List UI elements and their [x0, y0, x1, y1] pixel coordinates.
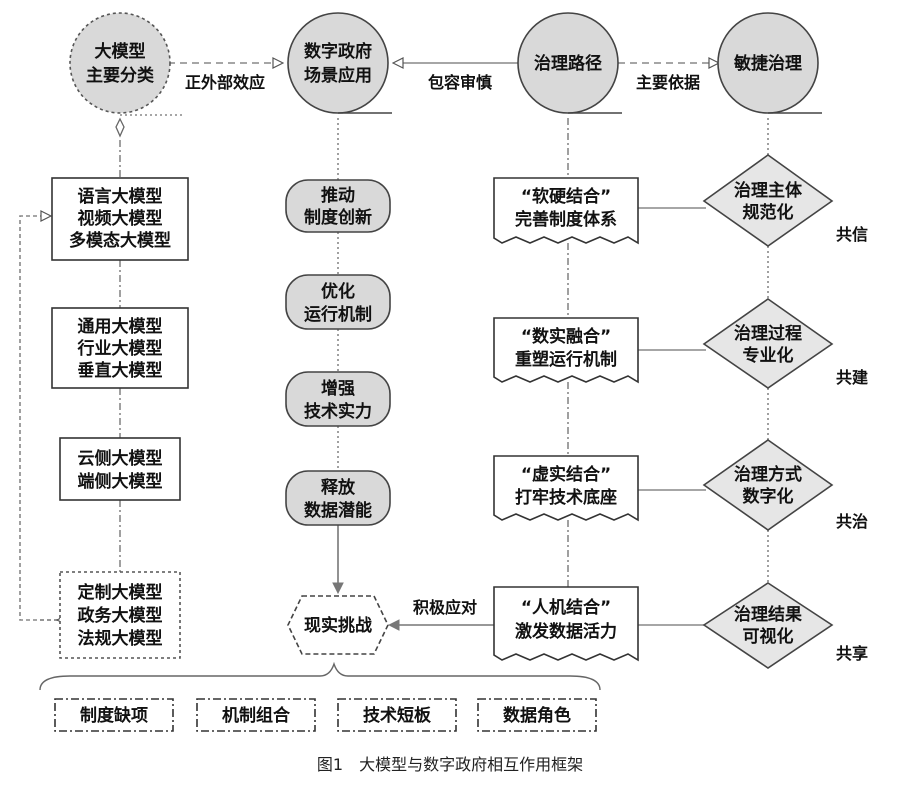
path-step-2-line2: 重塑运行机制	[515, 349, 617, 370]
model-group-4-item-3: 法规大模型	[78, 628, 163, 649]
gap-label-2: 机制组合	[222, 705, 291, 726]
co-label-2: 共建	[836, 368, 868, 387]
gap-box-4: 数据角色	[477, 698, 597, 732]
figure-caption: 图1 大模型与数字政府相互作用框架	[317, 755, 583, 774]
model-group-4-item-2: 政务大模型	[78, 605, 163, 626]
governance-step-1: 治理主体 规范化	[702, 154, 834, 247]
model-group-4: 定制大模型 政务大模型 法规大模型	[59, 571, 181, 659]
model-group-1-item-1: 语言大模型	[78, 186, 163, 207]
governance-step-2-line1: 治理过程	[734, 323, 802, 344]
co-label-1: 共信	[836, 225, 868, 244]
scenario-step-1: 推动 制度创新	[285, 179, 391, 233]
scenario-step-4-line1: 释放	[321, 477, 356, 498]
path-step-1-line1: “软硬结合”	[521, 186, 611, 207]
gap-label-4: 数据角色	[503, 705, 571, 726]
gap-box-2: 机制组合	[196, 698, 316, 732]
diamond-connector-icon	[115, 117, 125, 138]
governance-step-1-line1: 治理主体	[734, 180, 803, 201]
path-step-4: “人机结合” 激发数据活力	[493, 586, 639, 662]
node-path-label: 治理路径	[534, 53, 602, 74]
gap-label-1: 制度缺项	[80, 705, 148, 726]
gap-box-1: 制度缺项	[54, 698, 174, 732]
governance-step-3-line2: 数字化	[743, 486, 794, 507]
governance-step-2: 治理过程 专业化	[702, 298, 834, 389]
scenario-step-3: 增强 技术实力	[285, 371, 391, 427]
co-label-4: 共享	[836, 644, 868, 663]
model-group-1: 语言大模型 视频大模型 多模态大模型	[51, 177, 189, 261]
model-group-3-item-1: 云侧大模型	[78, 448, 163, 469]
model-group-1-item-2: 视频大模型	[78, 208, 163, 229]
node-gov-scenario-line1: 数字政府	[304, 41, 372, 62]
scenario-step-3-line2: 技术实力	[304, 401, 372, 422]
scenario-step-3-line1: 增强	[321, 378, 355, 399]
bottom-brace	[39, 661, 601, 691]
challenge-node: 现实挑战	[287, 595, 389, 655]
gap-label-3: 技术短板	[363, 705, 432, 726]
path-step-2: “数实融合” 重塑运行机制	[493, 317, 639, 384]
governance-step-3: 治理方式 数字化	[702, 439, 834, 531]
scenario-step-2-line2: 运行机制	[304, 304, 372, 325]
gap-box-3: 技术短板	[337, 698, 457, 732]
scenario-step-4-line2: 数据潜能	[304, 500, 372, 521]
edge-label-active-response: 积极应对	[413, 598, 477, 617]
node-llm-category: 大模型 主要分类	[69, 12, 171, 114]
model-group-3-item-2: 端侧大模型	[78, 471, 163, 492]
governance-step-1-line2: 规范化	[743, 202, 794, 223]
node-gov-scenario-line2: 场景应用	[304, 65, 372, 86]
connectors	[19, 63, 769, 691]
edge-label-positive-external: 正外部效应	[185, 73, 265, 92]
path-step-3-line2: 打牢技术底座	[515, 487, 617, 508]
path-step-4-line2: 激发数据活力	[515, 621, 617, 642]
edge-label-inclusive-prudent: 包容审慎	[428, 73, 492, 92]
node-llm-category-line1: 大模型	[95, 41, 146, 62]
node-gov-scenario: 数字政府 场景应用	[287, 12, 392, 114]
scenario-step-1-line1: 推动	[321, 185, 355, 206]
path-step-1-line2: 完善制度体系	[515, 209, 617, 230]
scenario-step-2: 优化 运行机制	[285, 274, 391, 330]
path-step-4-line1: “人机结合”	[521, 597, 611, 618]
model-group-2: 通用大模型 行业大模型 垂直大模型	[51, 307, 189, 389]
path-step-1: “软硬结合” 完善制度体系	[493, 177, 639, 245]
model-group-3: 云侧大模型 端侧大模型	[59, 437, 181, 501]
node-path: 治理路径	[517, 12, 622, 114]
model-group-2-item-1: 通用大模型	[78, 316, 163, 337]
edge-label-main-basis: 主要依据	[636, 73, 700, 92]
scenario-step-4: 释放 数据潜能	[285, 470, 391, 526]
path-step-2-line1: “数实融合”	[521, 326, 611, 347]
model-group-2-item-3: 垂直大模型	[78, 360, 163, 381]
governance-step-4-line1: 治理结果	[734, 604, 802, 625]
governance-step-3-line1: 治理方式	[734, 464, 802, 485]
model-group-1-item-3: 多模态大模型	[69, 230, 171, 251]
model-group-4-item-1: 定制大模型	[78, 582, 163, 603]
co-label-3: 共治	[836, 512, 868, 531]
node-agile-label: 敏捷治理	[733, 53, 802, 74]
scenario-step-2-line1: 优化	[321, 281, 355, 302]
model-group-2-item-2: 行业大模型	[77, 338, 163, 359]
node-llm-category-line2: 主要分类	[86, 65, 155, 86]
governance-step-4: 治理结果 可视化	[702, 582, 834, 669]
node-agile: 敏捷治理	[717, 12, 822, 114]
governance-step-2-line2: 专业化	[743, 345, 794, 366]
scenario-step-1-line2: 制度创新	[304, 207, 372, 228]
path-step-3: “虚实结合” 打牢技术底座	[493, 455, 639, 522]
path-step-3-line1: “虚实结合”	[521, 464, 611, 485]
loop-back-arrow	[19, 216, 58, 621]
challenge-label: 现实挑战	[304, 615, 372, 636]
governance-step-4-line2: 可视化	[743, 626, 794, 647]
